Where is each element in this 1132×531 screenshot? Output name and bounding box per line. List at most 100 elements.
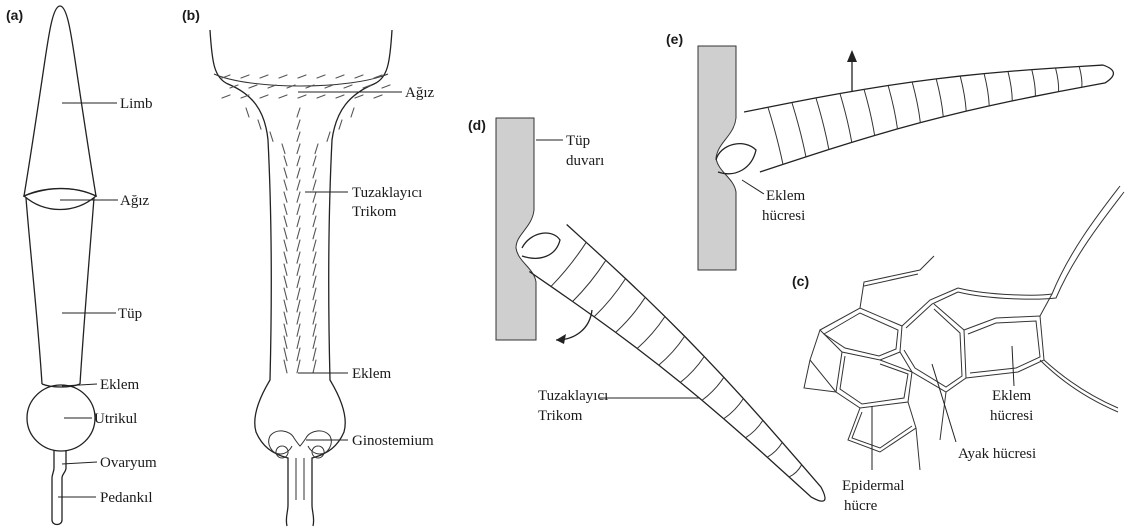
epidermal-cell-network	[804, 186, 1124, 470]
trichome-hair	[284, 336, 287, 348]
label-joint-cell-e-line1: Eklem	[766, 188, 805, 204]
trichome-segment	[616, 297, 646, 332]
trichome-segment	[702, 377, 724, 400]
trichome-segment	[1008, 71, 1012, 100]
label-trichome-b-line2: Trikom	[352, 204, 397, 220]
label-epidermal-line2: hücre	[844, 498, 878, 514]
label-epidermal-line1: Epidermal	[842, 478, 904, 494]
trichome-segment	[888, 85, 897, 128]
label-tube-a: Tüp	[118, 306, 142, 322]
label-joint-cell-e-line2: hücresi	[762, 208, 805, 224]
label-trichome-b-line1: Tuzaklayıcı	[352, 185, 422, 201]
trichome-hair	[297, 120, 300, 129]
mouth-outline	[24, 189, 96, 210]
trichome-hair	[260, 75, 268, 78]
trichome-hair	[279, 95, 287, 98]
trichome-hair	[284, 360, 287, 373]
trichome-hair	[284, 192, 287, 202]
trichome-hair	[297, 252, 300, 263]
trichome-hair	[297, 288, 300, 300]
trichome-hair	[313, 360, 316, 373]
panel-e: (e) Eklem hücresi	[666, 31, 1113, 270]
trichome-hair	[313, 300, 316, 312]
trichome-segment	[745, 420, 762, 437]
trichome-hair	[284, 168, 287, 178]
trichome-hair	[297, 240, 300, 251]
trichome-hair	[297, 144, 300, 154]
trichome-segment	[573, 260, 606, 301]
trichome-hair	[355, 95, 363, 98]
trichome-hair	[282, 144, 285, 154]
gynostemium-shape	[269, 431, 332, 458]
trichome-segment	[659, 336, 685, 365]
trichome-hair	[313, 312, 316, 324]
panel-a: (a) Limb Ağız Tüp Eklem Utrikul Ovaryum …	[6, 6, 157, 525]
trichome-hair	[297, 276, 300, 288]
limb-outline	[24, 6, 96, 196]
label-mouth-a: Ağız	[120, 193, 150, 209]
trichome-hair	[297, 348, 300, 361]
trichome-segment	[1056, 68, 1059, 92]
trichome-hair	[297, 216, 300, 227]
flower-section-outline	[210, 30, 392, 526]
trichome-hair	[284, 264, 287, 275]
trichome-hair	[284, 312, 287, 324]
trichome-hair	[297, 108, 300, 117]
label-mouth-b: Ağız	[405, 85, 435, 101]
trichome-segment	[637, 317, 665, 349]
trichome-segment	[724, 399, 744, 419]
trichome-hair	[351, 108, 354, 117]
trichome-hair	[313, 252, 316, 263]
trichome-hair	[313, 180, 316, 190]
label-peduncle: Pedankıl	[100, 490, 153, 506]
trichome-segment	[816, 98, 829, 150]
panel-d: (d) Tüp duvarı Tuzaklayıcı Trikom	[468, 117, 825, 501]
label-joint-cell-c-line1: Eklem	[992, 388, 1031, 404]
trichome-hair	[313, 324, 316, 336]
trichome-hair	[222, 95, 230, 98]
trichome-hair	[317, 95, 325, 98]
trichome-hair	[313, 288, 316, 300]
trichome-hair	[284, 348, 287, 361]
trichome-hair	[313, 204, 316, 214]
trichome-segment	[960, 76, 966, 111]
trichome-hair	[313, 240, 316, 251]
trichome-hair	[336, 75, 344, 78]
label-trichome-d-line2: Trikom	[538, 408, 583, 424]
panel-e-letter: (e)	[666, 31, 683, 47]
trichome-hair	[297, 324, 300, 336]
trichome-hair	[313, 348, 316, 361]
peduncle-outline	[52, 450, 66, 525]
trichome-hair	[336, 95, 344, 98]
trichome-hair	[284, 216, 287, 227]
trichome-hair	[327, 132, 330, 141]
trichome-hair	[270, 132, 273, 141]
label-joint-cell-c-line2: hücresi	[990, 408, 1033, 424]
panel-b-letter: (b)	[182, 7, 200, 23]
panel-c-letter: (c)	[792, 273, 809, 289]
trichome-d	[522, 225, 825, 502]
trichome-hair	[284, 252, 287, 263]
trichome-hair	[260, 95, 268, 98]
rotation-arrow-d	[556, 310, 592, 340]
trichome-hair	[297, 180, 300, 190]
trichome-hair	[284, 240, 287, 251]
trichome-hair	[297, 228, 300, 239]
trichome-hair	[258, 120, 261, 129]
trichome-hair	[284, 300, 287, 312]
trichome-hair	[284, 276, 287, 288]
joint-cell-d	[522, 233, 560, 258]
trichome-segment	[984, 74, 989, 106]
trichome-hair	[249, 85, 257, 88]
trichome-hair	[284, 180, 287, 190]
trichome-hair	[279, 75, 287, 78]
trichome-e	[716, 65, 1113, 174]
trichome-segment	[680, 357, 704, 383]
stalk-inner	[296, 458, 304, 500]
trichome-hair	[222, 75, 230, 78]
trichome-hair	[298, 75, 306, 78]
trichome-hair	[313, 336, 316, 348]
trichome-hair	[284, 156, 287, 166]
joint-cell-e	[716, 144, 756, 174]
label-limb: Limb	[120, 96, 153, 112]
